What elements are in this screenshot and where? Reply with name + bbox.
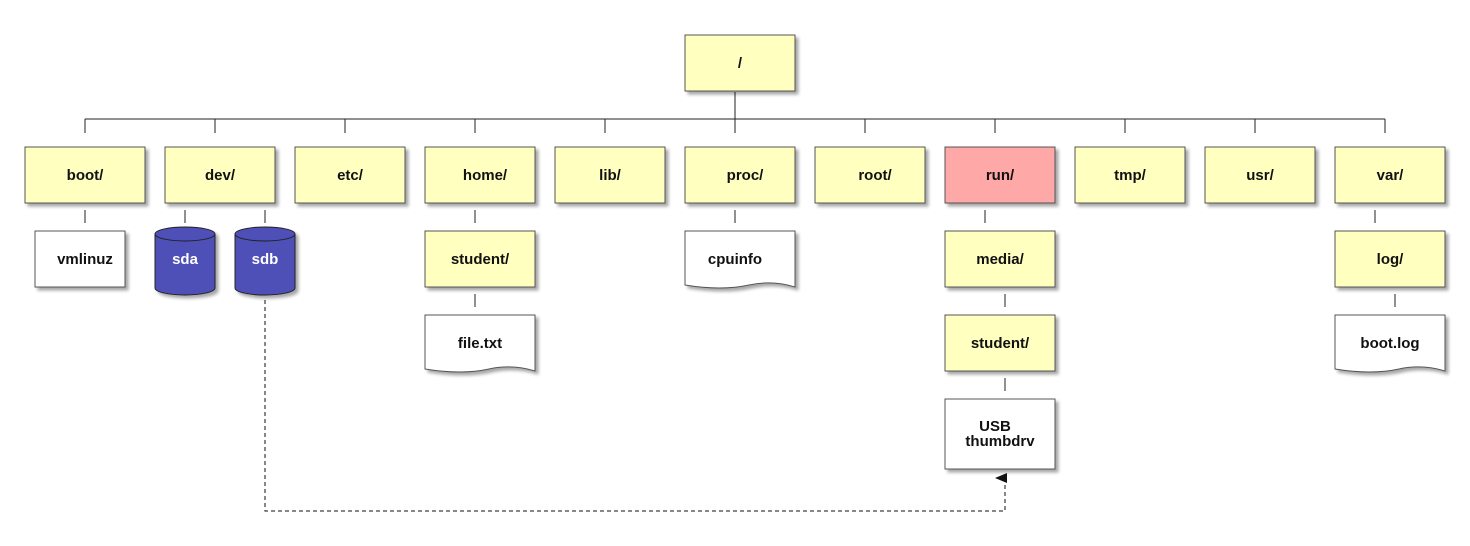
dir-label: run/ xyxy=(986,167,1015,184)
dir-node-root[interactable]: root/ xyxy=(814,146,926,204)
disk-label: sda xyxy=(172,251,199,268)
dir-label: home/ xyxy=(463,167,508,184)
dir-node-usr[interactable]: usr/ xyxy=(1204,146,1316,204)
file-label: vmlinuz xyxy=(57,251,113,268)
dir-label: media/ xyxy=(976,251,1024,268)
tree-connectors xyxy=(84,92,1396,391)
disk-node-sda[interactable]: sda xyxy=(154,226,216,296)
dir-label: dev/ xyxy=(205,167,236,184)
dir-node-etc[interactable]: etc/ xyxy=(294,146,406,204)
dir-node-home[interactable]: home/ xyxy=(424,146,536,204)
dir-label: var/ xyxy=(1377,167,1405,184)
file-label-line1: USB xyxy=(979,418,1011,435)
dir-label: log/ xyxy=(1377,251,1404,268)
dir-node-media-student[interactable]: student/ xyxy=(944,314,1056,372)
file-label: cpuinfo xyxy=(708,251,762,268)
file-node-vmlinuz[interactable]: vmlinuz xyxy=(34,230,126,288)
dir-label: student/ xyxy=(451,251,510,268)
document-node-file-txt[interactable]: file.txt xyxy=(424,314,536,373)
document-node-boot-log[interactable]: boot.log xyxy=(1334,314,1446,373)
document-node-cpuinfo[interactable]: cpuinfo xyxy=(684,230,796,289)
dir-node-boot[interactable]: boot/ xyxy=(24,146,146,204)
dir-node-home-student[interactable]: student/ xyxy=(424,230,536,288)
dir-label: proc/ xyxy=(727,167,765,184)
dir-node-media[interactable]: media/ xyxy=(944,230,1056,288)
disk-label: sdb xyxy=(252,251,279,268)
dir-node-log[interactable]: log/ xyxy=(1334,230,1446,288)
dir-label: tmp/ xyxy=(1114,167,1146,184)
disk-node-sdb[interactable]: sdb xyxy=(234,226,296,296)
file-label: file.txt xyxy=(458,335,502,352)
dir-label: boot/ xyxy=(67,167,104,184)
dir-label: root/ xyxy=(858,167,892,184)
dir-node-run[interactable]: run/ xyxy=(944,146,1056,204)
dir-node-var[interactable]: var/ xyxy=(1334,146,1446,204)
root-directory-label: / xyxy=(738,55,743,72)
file-label-line2: thumbdrv xyxy=(965,433,1035,450)
dir-label: etc/ xyxy=(337,167,364,184)
dir-label: student/ xyxy=(971,335,1030,352)
dir-node-lib[interactable]: lib/ xyxy=(554,146,666,204)
file-node-usb-thumbdrv[interactable]: USB thumbdrv xyxy=(944,398,1056,470)
dir-label: lib/ xyxy=(599,167,621,184)
dir-node-tmp[interactable]: tmp/ xyxy=(1074,146,1186,204)
mount-link-arrow xyxy=(264,300,1007,512)
dir-node-proc[interactable]: proc/ xyxy=(684,146,796,204)
file-label: boot.log xyxy=(1360,335,1419,352)
dir-node-dev[interactable]: dev/ xyxy=(164,146,276,204)
dir-label: usr/ xyxy=(1246,167,1274,184)
root-directory-node[interactable]: / xyxy=(684,34,796,92)
